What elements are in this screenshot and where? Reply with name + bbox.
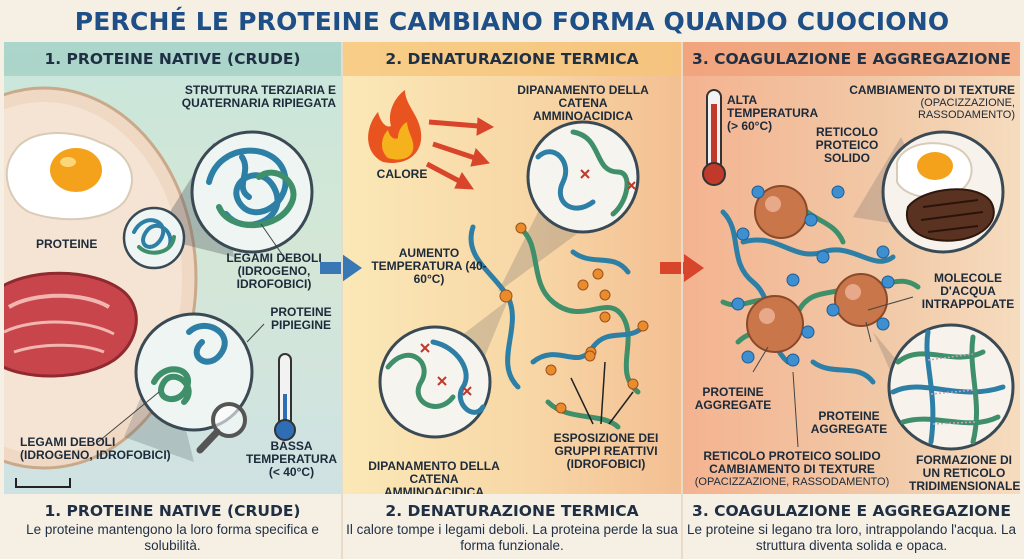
- cooked-steak-icon: [905, 188, 995, 242]
- arrow-stage-2-to-3: [660, 254, 704, 282]
- label-trapped-water: MOLECOLE D'ACQUA INTRAPPOLATE: [921, 271, 1015, 311]
- label-aggregated-right: PROTEINE AGGREGATE: [810, 409, 888, 436]
- label-solid-network: RETICOLO PROTEICO SOLIDO: [815, 125, 879, 165]
- label-folded-structure: STRUTTURA TERZIARIA E QUATERNARIA RIPIEG…: [181, 83, 336, 110]
- panel-native-proteins: 1. PROTEINE NATIVE (CRUDE): [4, 42, 341, 494]
- caption-text: Le proteine mantengono la loro forma spe…: [26, 522, 319, 553]
- denaturation-illustration: [368, 90, 649, 439]
- caption-title: 1. PROTEINE NATIVE (CRUDE): [44, 502, 301, 520]
- caption-title: 2. DENATURAZIONE TERMICA: [385, 502, 639, 520]
- label-weak-bonds-left: LEGAMI DEBOLI (IDROGENO, IDROFOBICI): [20, 435, 171, 462]
- coagulation-illustration: [702, 89, 1015, 451]
- label-heat: CALORE: [376, 167, 428, 181]
- label-high-temperature: ALTA TEMPERATURA (> 60°C): [727, 93, 818, 133]
- caption-stage-3: 3. COAGULAZIONE E AGGREGAZIONE Le protei…: [683, 498, 1020, 559]
- caption-text: Il calore tompe i legami deboli. La prot…: [346, 522, 678, 553]
- scale-bar: [15, 478, 71, 488]
- label-weak-bonds-right: LEGAMI DEBOLI (IDROGENO, IDROFOBICI): [226, 251, 322, 291]
- label-folded-proteins: PROTEINE PIPIEGINE: [270, 305, 332, 332]
- caption-stage-1: 1. PROTEINE NATIVE (CRUDE) Le proteine m…: [4, 498, 341, 559]
- label-aggregated-left: PROTEINE AGGREGATE: [694, 385, 772, 412]
- label-texture-bottom: CAMBIAMENTO DI TEXTURE: [709, 462, 875, 476]
- label-unfolding-bottom: DIPANAMENTO DELLA CATENA AMMINOACIDICA: [368, 459, 500, 495]
- panel-coagulation: 3. COAGULAZIONE E AGGREGAZIONE: [683, 42, 1020, 494]
- divider: [681, 42, 683, 559]
- caption-stage-2: 2. DENATURAZIONE TERMICA Il calore tompe…: [343, 498, 681, 559]
- protein-aggregates: [746, 185, 888, 353]
- thermometer-low-icon: [274, 353, 296, 441]
- panel-thermal-denaturation: 2. DENATURAZIONE TERMICA: [343, 42, 681, 494]
- native-proteins-illustration: [4, 86, 314, 470]
- panel-header: 3. COAGULAZIONE E AGGREGAZIONE: [683, 42, 1020, 76]
- label-texture-change: CAMBIAMENTO DI TEXTURE: [849, 83, 1015, 97]
- cooked-egg-icon: [896, 142, 973, 199]
- flame-icon: [368, 90, 422, 163]
- label-proteins: PROTEINE: [36, 237, 98, 251]
- arrow-stage-1-to-2: [320, 254, 362, 282]
- thermometer-high-icon: [702, 89, 726, 186]
- heat-arrows-icon: [425, 117, 495, 190]
- panel-header: 2. DENATURAZIONE TERMICA: [343, 42, 681, 76]
- panel-header: 1. PROTEINE NATIVE (CRUDE): [4, 42, 341, 76]
- label-network-bottom: RETICOLO PROTEICO SOLIDO: [703, 449, 881, 463]
- page-title: PERCHÉ LE PROTEINE CAMBIANO FORMA QUANDO…: [0, 0, 1024, 42]
- label-unfolding-top: DIPANAMENTO DELLA CATENA AMMINOACIDICA: [517, 83, 649, 123]
- caption-text: Le proteine si legano tra loro, intrappo…: [686, 522, 1017, 553]
- label-reactive-groups: ESPOSIZIONE DEI GRUPPI REATTIVI (IDROFOB…: [553, 431, 659, 471]
- magnifier-icon: [196, 402, 247, 454]
- caption-title: 3. COAGULAZIONE E AGGREGAZIONE: [692, 502, 1011, 520]
- label-texture-detail: (OPACIZZAZIONE, RASSODAMENTO): [918, 97, 1015, 121]
- egg-icon: [5, 132, 133, 221]
- raw-meat-icon: [4, 271, 138, 378]
- label-low-temperature: BASSA TEMPERATURA (< 40°C): [245, 439, 338, 479]
- divider: [341, 42, 343, 559]
- label-three-dimensional-network: FORMAZIONE DI UN RETICOLO TRIDIMENSIONAL…: [909, 453, 1020, 493]
- label-temperature-rise: AUMENTO TEMPERATURA (40-60°C): [371, 246, 487, 286]
- label-texture-bottom-detail: (OPACIZZAZIONE, RASSODAMENTO): [694, 476, 890, 488]
